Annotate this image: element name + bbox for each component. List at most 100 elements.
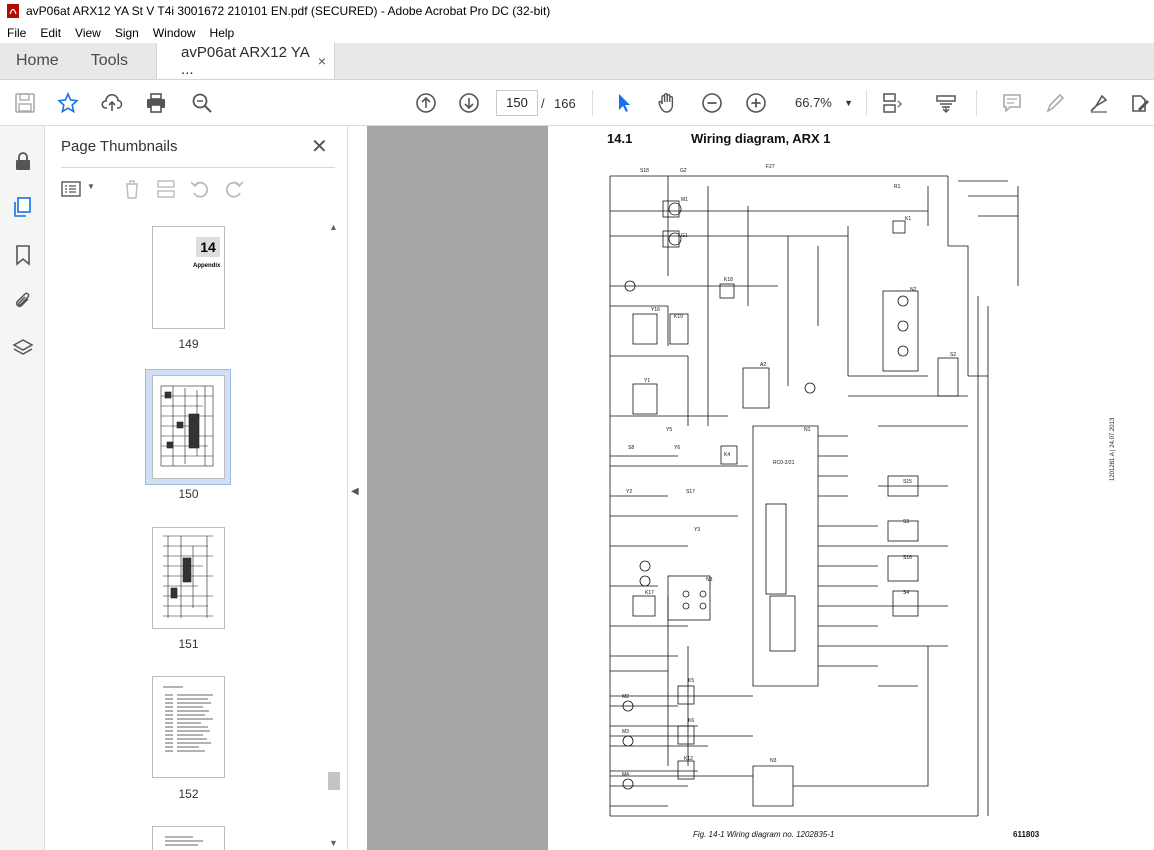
lock-icon[interactable] <box>10 148 36 174</box>
page-up-icon[interactable] <box>414 91 438 115</box>
thumbnail-page[interactable] <box>152 676 225 778</box>
thumbnail-page[interactable] <box>152 375 225 479</box>
close-icon[interactable]: × <box>317 53 327 69</box>
extract-pages-icon[interactable] <box>155 178 177 200</box>
label-n2: N2 <box>910 287 917 293</box>
comment-icon[interactable] <box>1000 91 1024 115</box>
title-bar: avP06at ARX12 YA St V T4i 3001672 210101… <box>0 0 1154 22</box>
menu-bar: File Edit View Sign Window Help <box>0 22 1154 43</box>
label-n1: N1 <box>804 427 811 433</box>
thumbnail-page-number: 151 <box>178 637 199 651</box>
page-down-icon[interactable] <box>457 91 481 115</box>
thumbnail-page[interactable] <box>152 527 225 629</box>
rotate-left-icon[interactable] <box>189 178 211 200</box>
window-title: avP06at ARX12 YA St V T4i 3001672 210101… <box>26 4 551 18</box>
menu-help[interactable]: Help <box>209 25 235 40</box>
tab-home[interactable]: Home <box>16 52 59 69</box>
label-k6: K6 <box>688 718 694 724</box>
label-y3: Y3 <box>694 527 700 533</box>
label-k1: K1 <box>905 216 911 222</box>
label-a2: A2 <box>760 362 766 368</box>
scrollbar-thumb[interactable] <box>328 772 340 790</box>
scroll-down-icon[interactable]: ▼ <box>329 838 338 848</box>
thumbnail-chapter-title: Appendix <box>193 263 221 269</box>
zoom-in-icon[interactable] <box>744 91 768 115</box>
menu-view[interactable]: View <box>75 25 101 40</box>
thumbnails-scrollbar[interactable]: ▲ ▼ <box>326 220 342 850</box>
label-g1: G1 <box>681 233 688 239</box>
page-thumbnails-icon[interactable] <box>10 194 36 220</box>
label-m1: M1 <box>681 197 688 203</box>
thumbnail-page[interactable]: 14 Appendix <box>152 226 225 329</box>
collapse-panel-icon[interactable]: ◀ <box>351 486 359 497</box>
label-s2: S2 <box>950 352 956 358</box>
label-m2: M2 <box>622 694 629 700</box>
label-f27: F27 <box>766 164 775 170</box>
label-y6: Y6 <box>674 445 680 451</box>
menu-sign[interactable]: Sign <box>114 25 139 40</box>
label-n3: N3 <box>706 577 713 583</box>
highlight-pen-icon[interactable] <box>1043 91 1067 115</box>
delete-icon[interactable] <box>121 178 143 200</box>
label-g2: G2 <box>680 168 687 174</box>
label-k17: K17 <box>645 590 654 596</box>
thumbnail-page-number: 150 <box>178 487 199 501</box>
toolbar-divider <box>592 90 593 116</box>
figure-caption: Fig. 14-1 Wiring diagram no. 1202835-1 <box>693 830 835 839</box>
edit-pdf-icon[interactable] <box>1128 91 1152 115</box>
label-s3: S3 <box>903 519 909 525</box>
zoom-out-icon[interactable] <box>700 91 724 115</box>
menu-window[interactable]: Window <box>152 25 196 40</box>
label-y16: Y16 <box>651 307 660 313</box>
chevron-down-icon: ▼ <box>844 98 853 108</box>
save-icon[interactable] <box>13 91 37 115</box>
pdf-app-icon <box>7 4 19 18</box>
thumbnail-page-number: 152 <box>178 787 199 801</box>
thumbnail-wiring-preview <box>163 535 213 618</box>
pdf-page: 14.1 Wiring diagram, ARX 1 <box>548 126 1154 850</box>
attachment-icon[interactable] <box>10 288 36 314</box>
upload-cloud-icon[interactable] <box>100 91 124 115</box>
page-display-icon[interactable] <box>880 91 904 115</box>
label-s18: S18 <box>640 168 649 174</box>
section-title: Wiring diagram, ARX 1 <box>691 131 831 146</box>
label-k18: K18 <box>724 277 733 283</box>
search-icon[interactable] <box>190 91 214 115</box>
layers-icon[interactable] <box>10 335 36 361</box>
figure-number: 611803 <box>1013 830 1040 839</box>
label-y1: Y1 <box>644 378 650 384</box>
label-k4: K4 <box>724 452 730 458</box>
chevron-down-icon[interactable]: ▼ <box>87 182 95 191</box>
zoom-level-select[interactable]: 66.7% ▼ <box>789 90 859 116</box>
scroll-mode-icon[interactable] <box>934 91 958 115</box>
label-k19: K19 <box>674 314 683 320</box>
tab-tools[interactable]: Tools <box>90 52 129 69</box>
rotate-right-icon[interactable] <box>223 178 245 200</box>
label-s8: S8 <box>628 445 634 451</box>
hand-tool-icon[interactable] <box>655 91 679 115</box>
label-rc0: RC0-2/21 <box>773 460 795 466</box>
page-separator: / <box>541 96 545 111</box>
menu-edit[interactable]: Edit <box>40 25 62 40</box>
tab-document[interactable]: avP06at ARX12 YA ... × <box>156 43 336 79</box>
thumbnail-page[interactable] <box>152 826 225 850</box>
document-viewer[interactable]: 14.1 Wiring diagram, ARX 1 <box>367 126 1154 850</box>
thumbnail-wiring-preview <box>160 385 214 467</box>
options-menu-icon[interactable] <box>61 178 83 200</box>
scroll-up-icon[interactable]: ▲ <box>329 222 338 232</box>
thumbnail-text-preview <box>163 686 213 752</box>
bookmark-star-icon[interactable] <box>56 91 80 115</box>
toolbar-divider <box>976 90 977 116</box>
label-s16: S16 <box>903 555 912 561</box>
menu-file[interactable]: File <box>7 25 27 40</box>
select-cursor-icon[interactable] <box>612 91 636 115</box>
panel-divider <box>61 167 335 168</box>
sign-pen-icon[interactable] <box>1087 91 1111 115</box>
label-k5: K5 <box>688 678 694 684</box>
close-icon[interactable]: ✕ <box>311 136 328 158</box>
print-icon[interactable] <box>144 91 168 115</box>
bookmark-icon[interactable] <box>10 242 36 268</box>
toolbar-divider <box>866 90 867 116</box>
current-page-input[interactable]: 150 <box>496 90 538 116</box>
